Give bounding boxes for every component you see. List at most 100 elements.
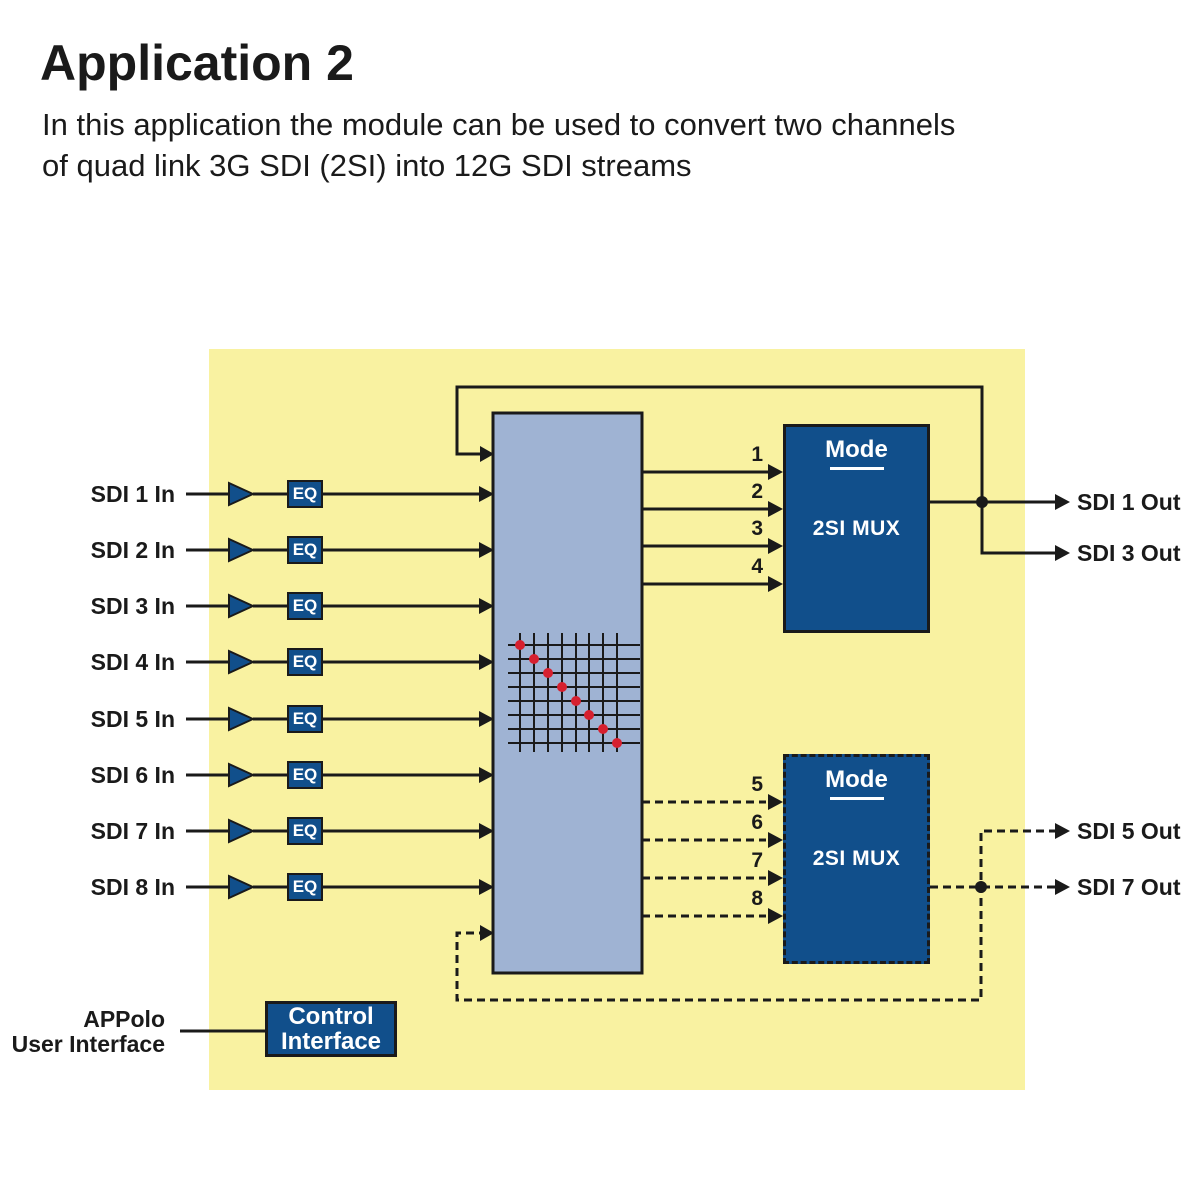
arrowhead-icon: [1055, 879, 1070, 895]
feedback-line-bottom: [455, 829, 1057, 1002]
mux-input-number-1: 1: [751, 443, 763, 466]
feedback-line-top: [455, 385, 1057, 555]
arrowhead-icon: [479, 823, 494, 839]
buffer-triangle-icon: [228, 649, 256, 675]
mux-input-number-3: 3: [751, 517, 763, 540]
input-row-2: [186, 537, 494, 563]
crosspoint-grid-icon: [508, 633, 640, 752]
buffer-triangle-icon: [228, 818, 256, 844]
matrix-to-top-mux-lines: [642, 464, 783, 592]
input-row-6: [186, 762, 494, 788]
arrowhead-icon: [480, 925, 494, 941]
top-2si-mux-box: Mode 2SI MUX: [783, 424, 930, 633]
buffer-triangle-icon: [228, 481, 256, 507]
control-box-line-1: Control: [288, 1003, 374, 1030]
input-row-7: [186, 818, 494, 844]
eq-box-2: EQ: [287, 536, 323, 564]
arrowhead-icon: [1055, 823, 1070, 839]
buffer-triangle-icon: [228, 874, 256, 900]
arrowhead-icon: [479, 654, 494, 670]
appolo-label-line-2: User Interface: [11, 1031, 165, 1057]
output-label-sdi-3-out: SDI 3 Out: [1077, 540, 1181, 566]
appolo-user-interface-label: APPolo User Interface: [10, 1007, 165, 1057]
input-label-sdi-2-in: SDI 2 In: [90, 537, 175, 563]
mux-title: 2SI MUX: [812, 517, 901, 540]
arrowhead-icon: [479, 598, 494, 614]
buffer-triangle-icon: [228, 537, 256, 563]
buffer-triangle-icon: [228, 762, 256, 788]
bottom-output-and-feedback: [455, 823, 1070, 1002]
arrowhead-icon: [768, 908, 783, 924]
crosspoint-dot: [612, 738, 622, 748]
arrowhead-icon: [479, 767, 494, 783]
crosspoint-dot: [515, 640, 525, 650]
output-label-sdi-5-out: SDI 5 Out: [1077, 818, 1181, 844]
crosspoint-matrix-box: [491, 411, 644, 975]
arrowhead-icon: [768, 464, 783, 480]
arrowhead-icon: [768, 501, 783, 517]
arrowhead-icon: [479, 879, 494, 895]
bottom-2si-mux-box: Mode 2SI MUX: [783, 754, 930, 964]
mux-title: 2SI MUX: [812, 847, 901, 870]
arrowhead-icon: [768, 538, 783, 554]
arrowhead-icon: [479, 711, 494, 727]
page-description-line-1: In this application the module can be us…: [42, 107, 956, 142]
junction-dot: [976, 496, 988, 508]
arrowhead-icon: [479, 542, 494, 558]
page-description-line-2: of quad link 3G SDI (2SI) into 12G SDI s…: [42, 148, 692, 183]
arrowhead-icon: [768, 870, 783, 886]
crosspoint-dot: [598, 724, 608, 734]
eq-box-6: EQ: [287, 761, 323, 789]
mux-input-number-2: 2: [751, 480, 763, 503]
crosspoint-dot: [557, 682, 567, 692]
buffer-triangle-icon: [228, 593, 256, 619]
mux-input-number-4: 4: [751, 555, 763, 578]
appolo-label-line-1: APPolo: [83, 1006, 165, 1032]
control-interface-box: Control Interface: [265, 1001, 397, 1057]
arrowhead-icon: [479, 486, 494, 502]
mode-underline: [829, 797, 884, 800]
mux-mode-label: Mode: [825, 436, 888, 463]
junction-dot: [975, 881, 987, 893]
input-row-1: [186, 481, 494, 507]
input-label-sdi-4-in: SDI 4 In: [90, 649, 175, 675]
crosspoint-dot: [529, 654, 539, 664]
matrix-to-bottom-mux-lines: [642, 794, 783, 924]
input-label-sdi-1-in: SDI 1 In: [90, 481, 175, 507]
arrowhead-icon: [1055, 545, 1070, 561]
top-output-and-feedback: [455, 385, 1070, 561]
input-row-5: [186, 706, 494, 732]
input-label-sdi-3-in: SDI 3 In: [90, 593, 175, 619]
crosspoint-dot: [543, 668, 553, 678]
eq-box-3: EQ: [287, 592, 323, 620]
buffer-triangle-icon: [228, 706, 256, 732]
input-label-sdi-5-in: SDI 5 In: [90, 706, 175, 732]
input-label-sdi-6-in: SDI 6 In: [90, 762, 175, 788]
mode-underline: [829, 467, 884, 470]
eq-box-1: EQ: [287, 480, 323, 508]
eq-box-5: EQ: [287, 705, 323, 733]
output-label-sdi-1-out: SDI 1 Out: [1077, 489, 1181, 515]
control-box-line-2: Interface: [280, 1028, 382, 1055]
output-label-sdi-7-out: SDI 7 Out: [1077, 874, 1181, 900]
mux-input-number-6: 6: [751, 811, 763, 834]
arrowhead-icon: [1055, 494, 1070, 510]
crosspoint-dot: [584, 710, 594, 720]
mux-input-number-7: 7: [751, 849, 763, 872]
arrowhead-icon: [768, 794, 783, 810]
input-row-4: [186, 649, 494, 675]
eq-box-4: EQ: [287, 648, 323, 676]
mux-input-number-5: 5: [751, 773, 763, 796]
input-row-3: [186, 593, 494, 619]
input-label-sdi-8-in: SDI 8 In: [90, 874, 175, 900]
input-label-sdi-7-in: SDI 7 In: [90, 818, 175, 844]
page-title: Application 2: [40, 35, 354, 91]
arrowhead-icon: [480, 446, 494, 462]
mux-mode-label: Mode: [825, 766, 888, 793]
arrowhead-icon: [768, 576, 783, 592]
eq-box-7: EQ: [287, 817, 323, 845]
eq-box-8: EQ: [287, 873, 323, 901]
crosspoint-dot: [571, 696, 581, 706]
